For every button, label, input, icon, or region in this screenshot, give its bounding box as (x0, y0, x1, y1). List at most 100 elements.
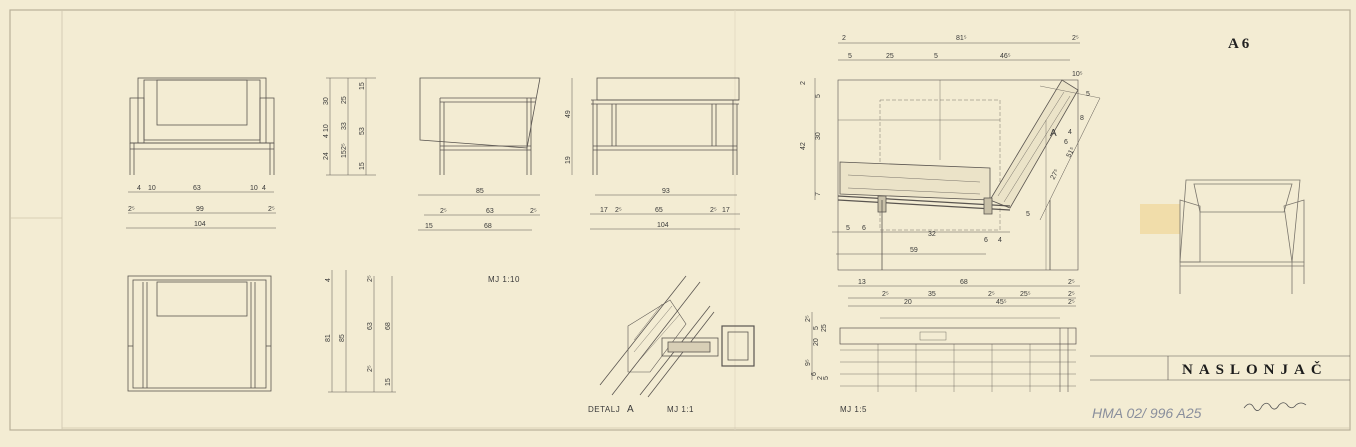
dim: 19 (565, 156, 572, 164)
dim: 20 (904, 299, 912, 306)
cross-section (814, 42, 1101, 271)
dim: 15 (341, 150, 348, 158)
dim: 68 (385, 322, 392, 330)
dim: 17 (600, 207, 608, 214)
signature (1243, 402, 1307, 411)
dim: 25 (886, 53, 894, 60)
dim: 51⁵ (1066, 146, 1077, 159)
dim: 10 (323, 124, 330, 132)
dim: 24 (323, 152, 330, 160)
dim: 27⁵ (1050, 168, 1061, 181)
dim: 10 (250, 185, 258, 192)
elevation-dims: 13 68 2⁵ 2⁵ 35 2⁵ 25⁵ 2⁵ 20 45⁵ 2⁵ 2⁵ 5 … (805, 279, 1075, 380)
dim: 6 (1064, 139, 1068, 146)
dim: 25⁵ (1020, 291, 1031, 298)
dim: 2 (800, 81, 807, 85)
sheet-id: A 6 (1228, 36, 1250, 52)
detail-scale: MJ 1:1 (667, 405, 694, 414)
dim: 53 (359, 127, 366, 135)
dim: 2 (842, 35, 846, 42)
section-marker: A (1050, 128, 1057, 139)
plan-height-dims (328, 270, 396, 393)
dim: 104 (194, 221, 206, 228)
dim: 2⁵ (367, 365, 374, 372)
dim: 104 (657, 222, 669, 229)
dim: 33 (341, 122, 348, 130)
dim: 15 (359, 162, 366, 170)
dim: 6 (811, 372, 818, 376)
front-view (126, 77, 276, 229)
dim: 81 (325, 334, 332, 342)
dim: 2⁵ (1068, 299, 1075, 306)
dim: 8 (1080, 115, 1084, 122)
dim: 17 (722, 207, 730, 214)
dim: 45⁵ (996, 299, 1007, 306)
dim: 2⁵ (988, 291, 995, 298)
dim: 30 (815, 132, 822, 140)
dim: 2⁵ (710, 207, 717, 214)
dim: 85 (476, 188, 484, 195)
dim: 5 (1026, 211, 1030, 218)
dim: 63 (486, 208, 494, 215)
detail-label: DETALJ (588, 405, 620, 414)
dim: 10 (148, 185, 156, 192)
back-view-dims: 49 19 93 17 2⁵ 65 2⁵ 17 104 (565, 110, 730, 229)
dim: 2⁵ (805, 315, 812, 322)
section-scale-label: MJ 1:5 (840, 405, 867, 414)
dim: 2⁵ (341, 143, 348, 150)
dim: 32 (928, 231, 936, 238)
dim: 13 (858, 279, 866, 286)
dim: 2 (817, 376, 824, 380)
detail-a-label: DETALJ A MJ 1:1 (588, 404, 694, 415)
dim: 42 (800, 142, 807, 150)
archive-reference: HMA 02/ 996 A25 (1092, 405, 1202, 421)
dim: 5 (1086, 91, 1090, 98)
dim: 25 (821, 324, 828, 332)
dim: 10⁵ (1072, 71, 1083, 78)
dim: 2⁵ (1072, 35, 1079, 42)
dim: 2⁵ (268, 206, 275, 213)
dim: 15 (425, 223, 433, 230)
dim: 5 (813, 326, 820, 330)
dim: 2⁵ (440, 208, 447, 215)
dim: 2⁵ (1068, 291, 1075, 298)
plan-view-dims: 4 81 85 2⁵ 63 68 2⁵ 15 (325, 275, 392, 386)
dim: 15 (385, 378, 392, 386)
dim: 9⁵ (805, 359, 812, 366)
dim: 5 (846, 225, 850, 232)
main-scale-label: MJ 1:10 (488, 275, 520, 284)
detail-marker: A (627, 404, 634, 415)
dim: 46⁵ (1000, 53, 1011, 60)
dim: 93 (662, 188, 670, 195)
dim: 7 (815, 192, 822, 196)
dim: 6 (862, 225, 866, 232)
dim: 68 (484, 223, 492, 230)
height-dims-text: 30 24 10 4 15 2⁵ 25 33 15 53 15 (323, 82, 366, 170)
perspective-sketch (1140, 179, 1305, 294)
dim: 4 (262, 185, 266, 192)
dim: 25 (341, 96, 348, 104)
elevation-section (811, 285, 1080, 392)
dim: 65 (655, 207, 663, 214)
dim: 85 (339, 334, 346, 342)
back-view (571, 77, 740, 230)
dim: 6 (984, 237, 988, 244)
dim: 5 (934, 53, 938, 60)
dim: 4 (325, 278, 332, 282)
front-view-dims: 4 10 63 10 4 2⁵ 99 2⁵ 104 (128, 185, 275, 228)
dim: 5 (815, 94, 822, 98)
dim: 30 (323, 97, 330, 105)
dim: 4 (137, 185, 141, 192)
drawing-title: NASLONJAČ (1182, 361, 1328, 378)
height-dims (326, 77, 376, 176)
dim: 15 (359, 82, 366, 90)
side-view (418, 77, 541, 231)
dim: 63 (193, 185, 201, 192)
dim: 2⁵ (367, 275, 374, 282)
dim: 2⁵ (530, 208, 537, 215)
plan-view (127, 275, 272, 392)
dim: 68 (960, 279, 968, 286)
dim: 2⁵ (882, 291, 889, 298)
dim: 5 (823, 376, 830, 380)
